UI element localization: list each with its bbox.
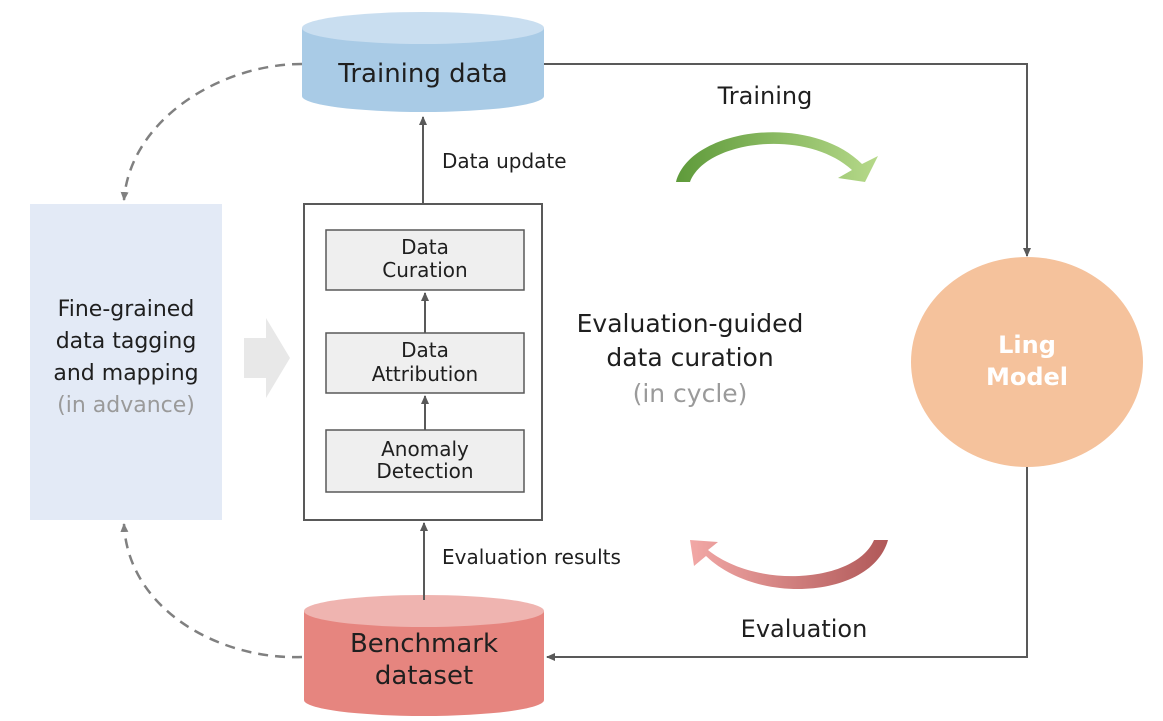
- ling-model-line2: Model: [986, 363, 1068, 391]
- data-curation-box: Data Curation: [325, 229, 525, 291]
- anomaly-detection-line1: Anomaly: [381, 437, 469, 461]
- ling-model-node: Ling Model: [911, 257, 1143, 467]
- arrow-model-to-benchmark: [546, 467, 1028, 661]
- data-attribution-line2: Attribution: [372, 362, 478, 386]
- anomaly-detection-line2: Detection: [376, 459, 473, 483]
- arrow-training-data-to-model: [544, 63, 1031, 257]
- benchmark-dataset-cylinder: Benchmark dataset: [304, 595, 544, 716]
- dashed-arrow-benchmark-to-tagging: [120, 523, 303, 659]
- benchmark-label-line2: dataset: [375, 661, 473, 691]
- tagging-line3: and mapping: [53, 361, 198, 386]
- ling-model-line1: Ling: [998, 331, 1056, 359]
- anomaly-detection-box: Anomaly Detection: [325, 429, 525, 493]
- tagging-line1: Fine-grained: [58, 297, 195, 322]
- data-update-label: Data update: [442, 149, 567, 173]
- training-data-cylinder: Training data: [302, 12, 544, 112]
- center-title-line3: (in cycle): [633, 379, 748, 408]
- benchmark-label-line1: Benchmark: [350, 629, 498, 659]
- tagging-line2: data tagging: [56, 329, 197, 354]
- data-attribution-line1: Data: [401, 338, 449, 362]
- big-grey-arrow: [244, 318, 290, 398]
- evaluation-results-label: Evaluation results: [442, 545, 621, 569]
- training-cycle-arrow: [676, 132, 878, 182]
- evaluation-label: Evaluation: [741, 615, 868, 643]
- data-curation-line1: Data: [401, 235, 449, 259]
- center-title-line2: data curation: [606, 343, 773, 372]
- training-data-label: Training data: [337, 59, 507, 89]
- dashed-arrow-training-to-tagging: [120, 62, 303, 201]
- tagging-box: Fine-grained data tagging and mapping (i…: [30, 204, 222, 520]
- training-label: Training: [717, 82, 813, 110]
- evaluation-cycle-arrow: [690, 540, 888, 589]
- data-curation-line2: Curation: [382, 258, 467, 282]
- data-attribution-box: Data Attribution: [325, 332, 525, 394]
- tagging-line4: (in advance): [57, 393, 195, 418]
- center-title-line1: Evaluation-guided: [577, 309, 804, 338]
